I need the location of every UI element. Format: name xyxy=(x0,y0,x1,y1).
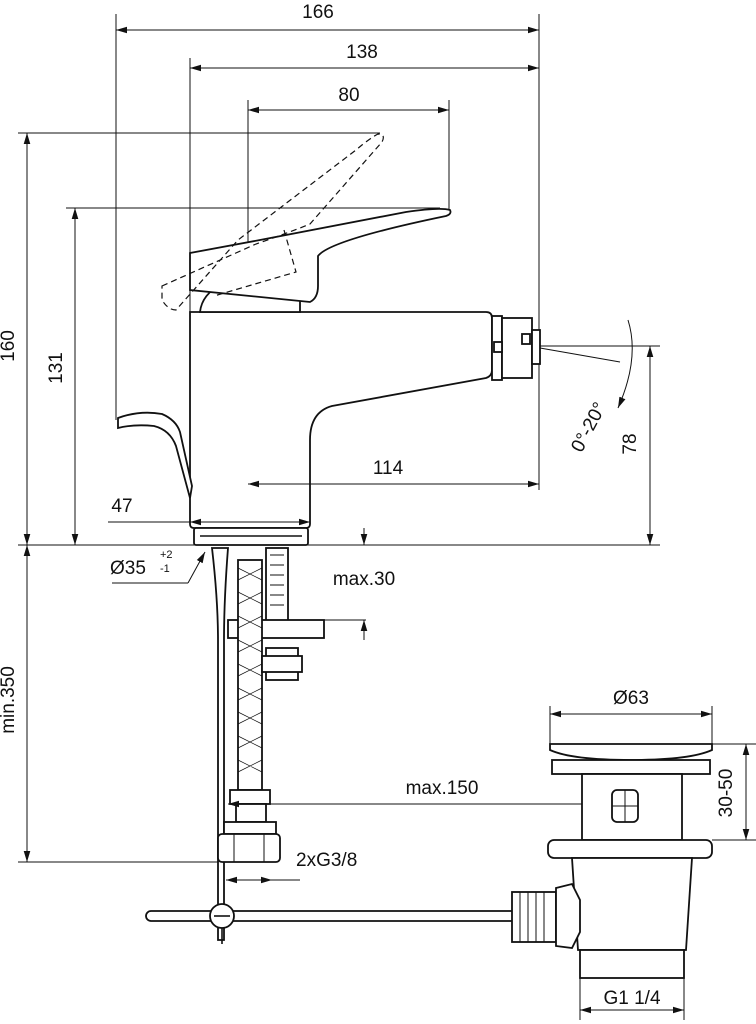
dim-pop-up-distance: max.150 xyxy=(228,778,626,808)
label-waste-range: 30-50 xyxy=(716,769,737,818)
label-138: 138 xyxy=(346,42,378,63)
label-131: 131 xyxy=(46,352,67,384)
label-tol-plus: +2 xyxy=(160,549,173,561)
dim-deck-thickness: max.30 xyxy=(333,528,395,640)
label-78: 78 xyxy=(620,433,641,454)
spray-outlet xyxy=(491,315,660,381)
label-mount-hole: Ø35 xyxy=(110,558,146,579)
dim-hose-length: min.350 xyxy=(0,545,218,863)
dim-waste-diameter: Ø63 xyxy=(549,688,713,744)
dim-waste-thread: G1 1/4 xyxy=(579,978,685,1020)
label-80: 80 xyxy=(338,85,359,106)
label-166: 166 xyxy=(302,2,334,23)
dim-131: 131 xyxy=(46,207,440,545)
dim-connection: 2xG3/8 xyxy=(226,850,357,884)
dim-160: 160 xyxy=(0,132,380,545)
dim-47: 47 xyxy=(108,496,310,526)
label-deck-thickness: max.30 xyxy=(333,569,395,590)
label-waste-thread: G1 1/4 xyxy=(603,988,660,1009)
label-tol-minus: -1 xyxy=(160,563,170,575)
label-114: 114 xyxy=(373,458,404,479)
dim-78: 78 xyxy=(620,346,654,545)
hose-connector xyxy=(217,789,281,863)
label-47: 47 xyxy=(111,496,132,517)
dim-166: 166 xyxy=(115,2,540,490)
faucet-body xyxy=(161,133,493,546)
dim-114: 114 xyxy=(248,458,539,488)
flex-hose xyxy=(210,547,263,941)
label-angle: 0°-20° xyxy=(567,399,611,456)
dim-mount-hole: Ø35 +2 -1 xyxy=(110,549,206,584)
label-pop-up-distance: max.150 xyxy=(406,778,479,799)
label-160: 160 xyxy=(0,330,19,362)
waste-body xyxy=(511,743,713,979)
label-hose-length: min.350 xyxy=(0,666,19,734)
linkage-rod xyxy=(145,903,517,944)
hex-nut-flat xyxy=(261,655,303,673)
label-connection: 2xG3/8 xyxy=(296,850,357,871)
label-waste-diameter: Ø63 xyxy=(613,688,649,709)
dim-waste-range: 30-50 xyxy=(712,743,756,841)
pop-up-rod xyxy=(117,411,193,499)
threaded-stud xyxy=(265,547,289,623)
